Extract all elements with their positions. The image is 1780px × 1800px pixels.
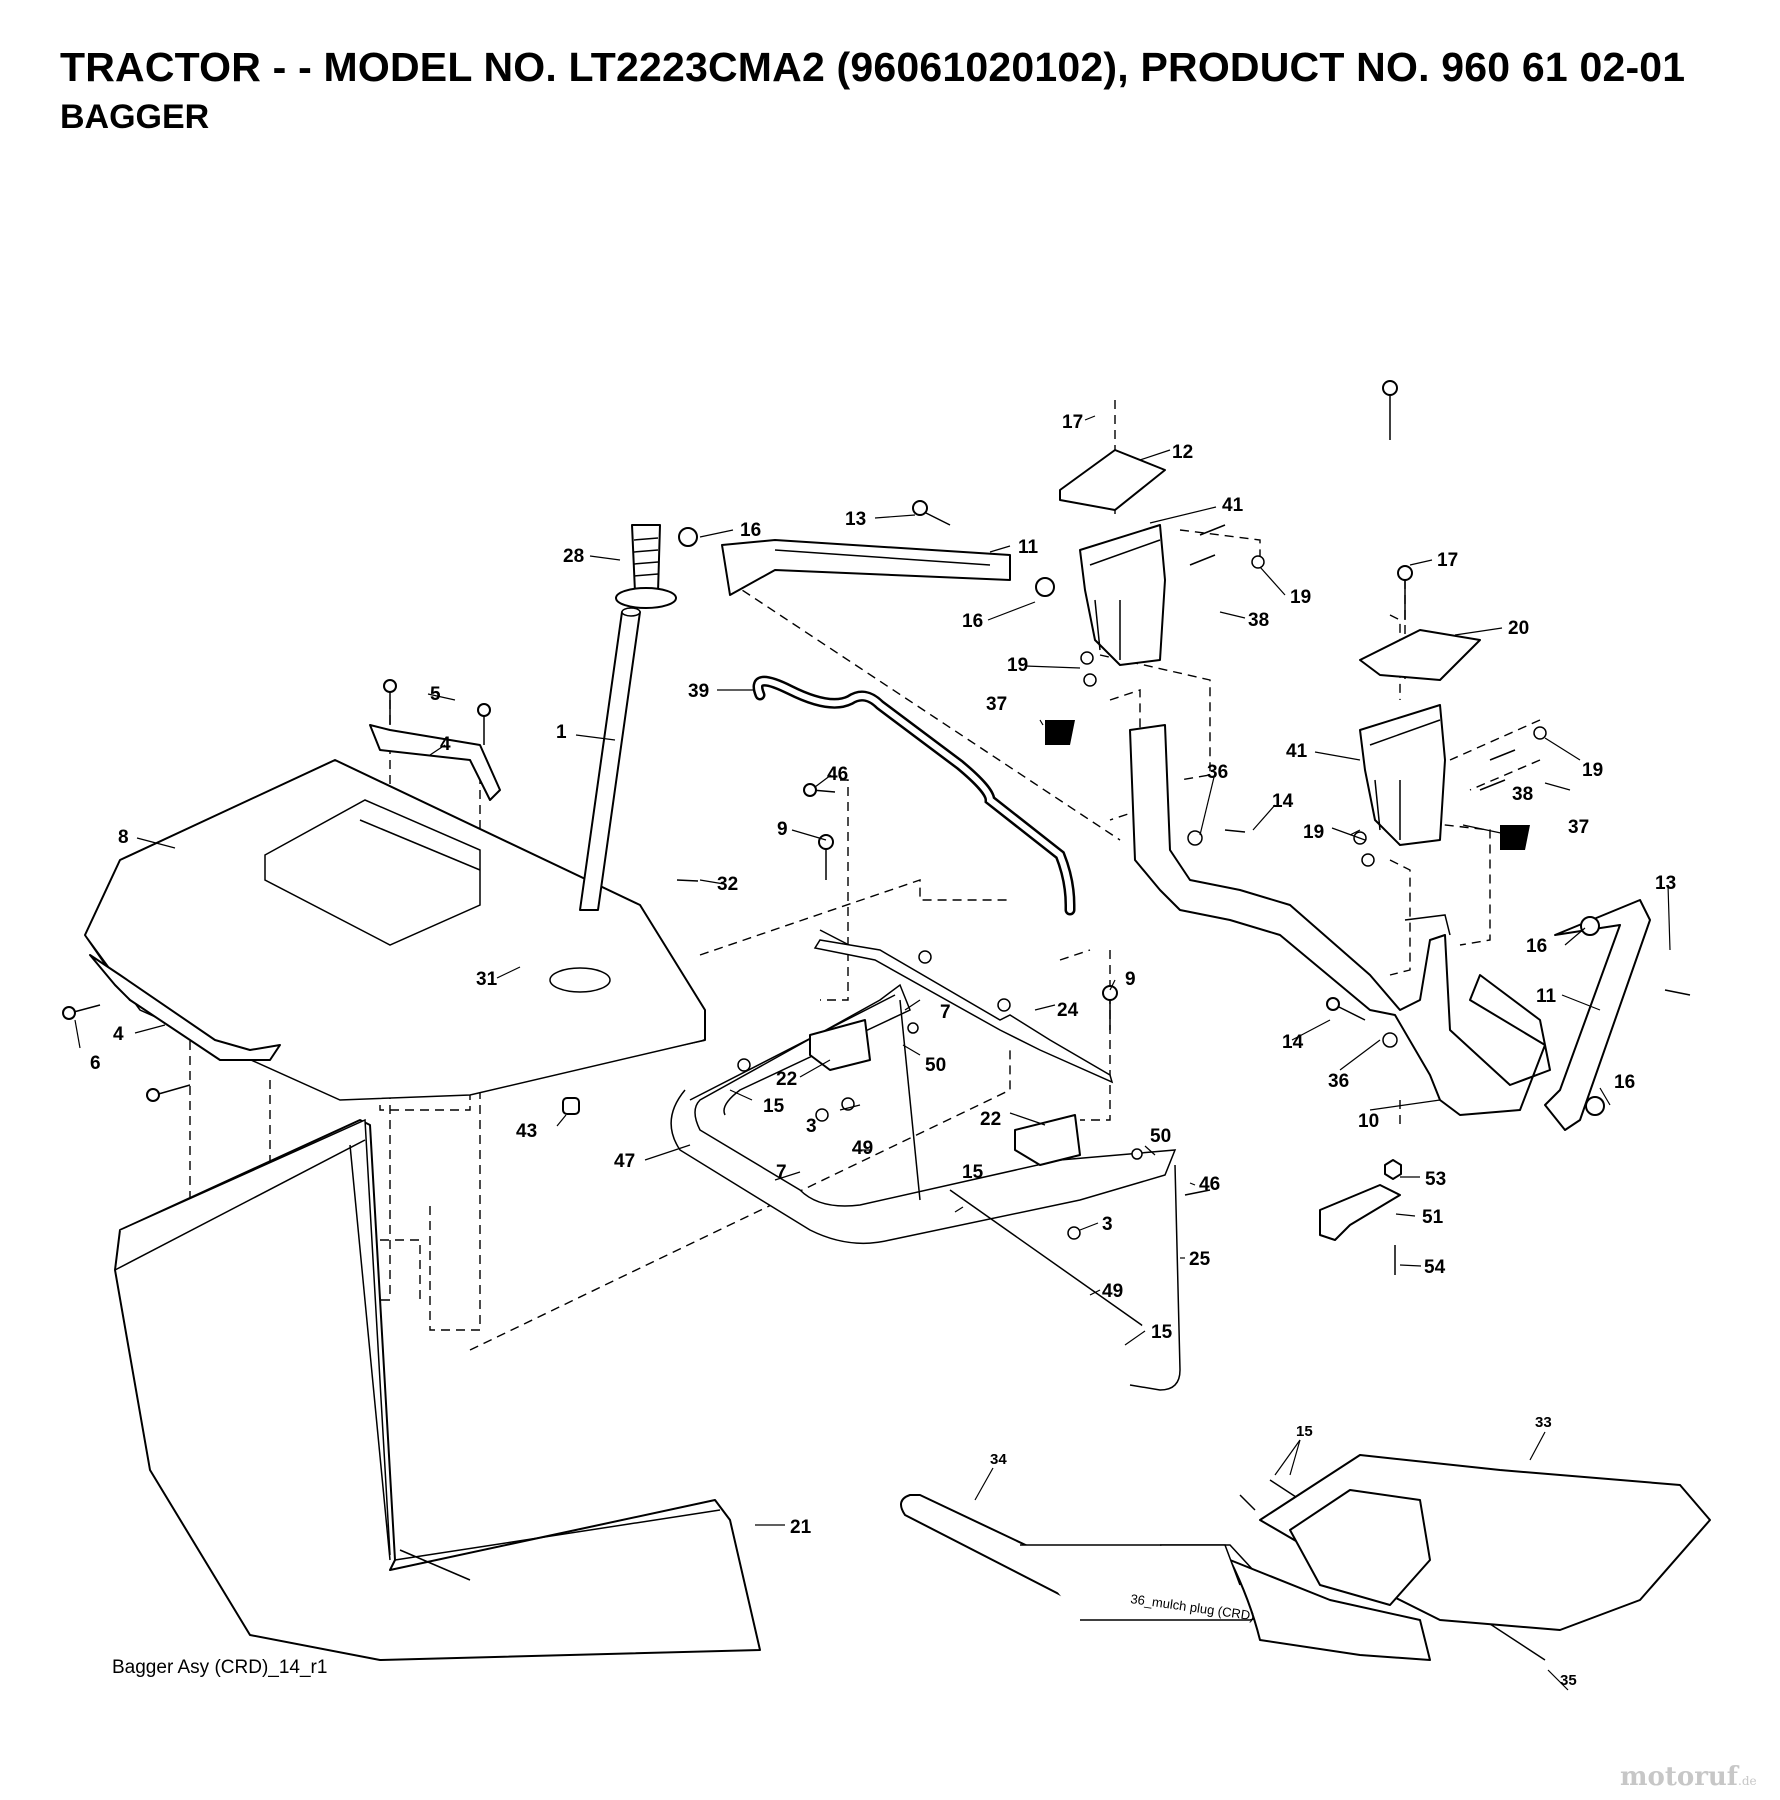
latch-plate-a [809, 1019, 871, 1071]
callout-31: 31 [476, 969, 498, 990]
callout-22: 22 [980, 1109, 1001, 1130]
callout-11: 11 [1018, 537, 1039, 558]
callout-19: 19 [1290, 587, 1311, 608]
mount-bracket-right [1544, 899, 1651, 1131]
callout-50: 50 [925, 1055, 946, 1076]
callout-38: 38 [1512, 784, 1533, 805]
bag-frame [670, 929, 1181, 1391]
callout-16: 16 [1526, 936, 1547, 957]
callout-41: 41 [1222, 495, 1244, 516]
callout-15: 15 [962, 1162, 984, 1183]
callout-37: 37 [1568, 817, 1589, 838]
callout-4: 4 [440, 734, 451, 755]
diagram-id: Bagger Asy (CRD)_14_r1 [112, 1657, 328, 1678]
callout-12: 12 [1172, 442, 1193, 463]
collection-bag [114, 1118, 761, 1661]
callout-labels: 17 12 13 11 16 41 28 16 19 38 17 20 19 3… [90, 412, 1676, 1689]
callout-35: 35 [1560, 1672, 1577, 1689]
callout-28: 28 [563, 546, 584, 567]
callout-22: 22 [776, 1069, 797, 1090]
page-title: TRACTOR - - MODEL NO. LT2223CMA2 (960610… [60, 44, 1686, 90]
bagger-cover [84, 759, 706, 1101]
callout-39: 39 [688, 681, 709, 702]
callout-49: 49 [1102, 1281, 1123, 1302]
callout-16: 16 [740, 520, 761, 541]
callout-3: 3 [806, 1116, 817, 1137]
callout-15: 15 [763, 1096, 785, 1117]
callout-1: 1 [556, 722, 567, 743]
callout-4: 4 [113, 1024, 124, 1045]
callout-51: 51 [1422, 1207, 1444, 1228]
latch-plate-b [1014, 1114, 1081, 1166]
callout-19: 19 [1582, 760, 1603, 781]
callout-11: 11 [1536, 986, 1557, 1007]
callout-16: 16 [962, 611, 983, 632]
callout-9: 9 [1125, 969, 1136, 990]
hitch-bracket-left [1079, 524, 1166, 666]
callout-50: 50 [1150, 1126, 1171, 1147]
callout-24: 24 [1057, 1000, 1079, 1021]
callout-36: 36 [1207, 762, 1228, 783]
callout-7: 7 [940, 1002, 951, 1023]
hitch-plate-12 [1059, 449, 1166, 511]
cover-handle-front [89, 954, 281, 1061]
dump-handle-tube [579, 607, 641, 911]
callout-3: 3 [1102, 1214, 1113, 1235]
callout-6: 6 [90, 1053, 101, 1074]
callout-32: 32 [717, 874, 738, 895]
callout-5: 5 [430, 684, 441, 705]
callout-46: 46 [827, 764, 848, 785]
handle-grip [615, 524, 677, 609]
callout-49: 49 [852, 1138, 873, 1159]
hardware [62, 380, 1691, 1661]
mulch-plug-assembly [900, 1454, 1711, 1661]
callout-54: 54 [1424, 1257, 1446, 1278]
callout-10: 10 [1358, 1111, 1379, 1132]
page-subtitle: BAGGER [60, 98, 210, 136]
callout-46: 46 [1199, 1174, 1220, 1195]
hitch-bracket-right [1359, 704, 1446, 846]
callout-47: 47 [614, 1151, 635, 1172]
callout-13: 13 [845, 509, 866, 530]
end-cap-right [1500, 825, 1530, 850]
mount-bracket-top [721, 539, 1011, 596]
callout-41: 41 [1286, 741, 1308, 762]
watermark-logo: motoruf.de [1620, 1762, 1757, 1792]
cover-handle-top [369, 724, 501, 801]
callout-17: 17 [1437, 550, 1458, 571]
callout-19: 19 [1303, 822, 1324, 843]
callout-17: 17 [1062, 412, 1083, 433]
hitch-plate-20 [1359, 629, 1481, 681]
callout-19: 19 [1007, 655, 1028, 676]
callout-15: 15 [1296, 1423, 1313, 1440]
end-cap-left [1045, 720, 1075, 745]
callout-15: 15 [1151, 1322, 1173, 1343]
watermark-brand: motoruf [1620, 1762, 1738, 1792]
callout-33: 33 [1535, 1414, 1552, 1431]
watermark-tld: .de [1738, 1774, 1757, 1788]
callout-36: 36 [1328, 1071, 1349, 1092]
callout-16: 16 [1614, 1072, 1635, 1093]
callout-21: 21 [790, 1517, 812, 1538]
callout-34: 34 [990, 1451, 1007, 1468]
callout-13: 13 [1655, 873, 1676, 894]
hitch-frame-tube [1129, 724, 1551, 1116]
support-rod [752, 675, 1076, 916]
callout-leaders [74, 415, 1671, 1691]
callout-53: 53 [1425, 1169, 1446, 1190]
callout-14: 14 [1282, 1032, 1304, 1053]
callout-7: 7 [776, 1162, 787, 1183]
callout-43: 43 [516, 1121, 537, 1142]
callout-37: 37 [986, 694, 1007, 715]
latch-51 [1319, 1184, 1401, 1241]
callout-8: 8 [118, 827, 129, 848]
callout-25: 25 [1189, 1249, 1211, 1270]
cross-rod [813, 939, 1114, 1084]
callout-20: 20 [1508, 618, 1529, 639]
callout-14: 14 [1272, 791, 1294, 812]
callout-9: 9 [777, 819, 788, 840]
callout-38: 38 [1248, 610, 1269, 631]
